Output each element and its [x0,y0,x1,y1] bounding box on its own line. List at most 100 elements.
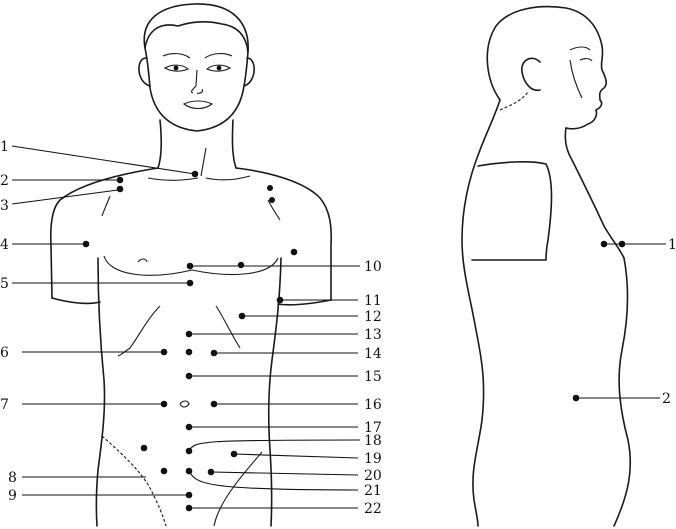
front-label-1: 1 [0,139,9,155]
front-point-18 [185,447,193,455]
front-right-shoulder [235,167,333,301]
side-figure [461,5,632,527]
front-right-arm-cut [277,299,332,306]
front-label-4: 4 [0,237,9,253]
front-label-15: 15 [364,369,382,385]
right-armpit-line [267,199,281,221]
side-neck-front [564,127,625,259]
side-point-1-b [618,240,626,248]
front-point-18-left [140,444,148,452]
front-label-14: 14 [364,346,382,362]
front-point-6 [160,348,168,356]
front-label-6: 6 [0,345,9,361]
left-rib-arch [117,305,161,357]
front-label-7: 7 [0,397,9,413]
right-rib-arch [215,305,241,349]
side-acupoints [572,240,666,402]
front-label-13: 13 [364,327,382,343]
front-point-5 [186,279,194,287]
right-clavicle [205,175,251,181]
front-labels: 1 2 3 4 5 6 7 8 9 10 11 12 13 14 15 16 1… [0,139,382,517]
front-head-outline [143,3,249,132]
front-point-15 [185,372,193,380]
side-cheek [569,59,583,99]
front-label-18: 18 [364,433,382,449]
front-point-12 [238,312,246,320]
front-figure [49,3,333,527]
side-hairline [499,91,529,111]
front-label-20: 20 [364,468,382,484]
front-label-10: 10 [364,259,382,275]
front-point-7 [160,400,168,408]
front-label-22: 22 [364,501,382,517]
front-label-9: 9 [8,488,17,504]
right-pupil [216,65,222,71]
front-label-19: 19 [364,451,382,467]
front-point-4 [82,240,90,248]
front-left-torso-side [95,257,106,527]
front-label-12: 12 [364,309,382,325]
front-point-20-left [160,467,168,475]
front-point-3-right [267,185,273,191]
front-neck-left [157,119,163,169]
left-pupil [173,65,179,71]
side-ear [521,57,541,92]
right-nipple [237,261,245,269]
front-label-3: 3 [0,198,9,214]
front-acupoints [11,145,361,512]
side-eye [579,58,593,62]
neck-notch [200,147,207,177]
front-right-torso-side [267,257,282,527]
side-label-1: 1 [668,237,676,253]
navel [179,400,190,408]
left-pectoral [103,255,193,276]
front-label-2: 2 [0,173,9,189]
front-point-6-mid [185,348,193,356]
front-right-ear [243,57,255,87]
front-hair [144,21,249,53]
front-point-4-right [290,248,298,256]
front-label-17: 17 [364,420,382,436]
side-label-2: 2 [662,391,671,407]
left-eyebrow [162,53,191,59]
side-back-upper [461,99,501,527]
right-eyebrow [204,53,233,59]
left-nipple [137,258,148,263]
nose [191,69,204,94]
side-point-1 [600,240,608,248]
right-inguinal [213,451,263,527]
front-left-shoulder [49,167,159,299]
side-point-2 [572,394,580,402]
front-point-20 [207,468,215,476]
front-left-arm-cut [51,297,101,305]
front-label-11: 11 [364,293,382,309]
front-point-2-right [269,197,275,203]
front-point-13 [185,330,193,338]
left-armpit-line [101,195,111,217]
front-point-19 [230,450,238,458]
mouth [182,100,214,110]
left-eye [163,64,190,72]
side-face-profile [565,45,607,130]
front-point-9 [185,491,193,499]
front-label-8: 8 [8,470,17,486]
front-point-10 [186,262,194,270]
front-left-ear [138,57,151,87]
front-point-22 [185,504,193,512]
side-front-torso [613,257,632,527]
front-point-17 [185,423,193,431]
front-point-1 [191,170,199,178]
right-eye [205,64,232,72]
front-point-2 [116,176,124,184]
side-arm-outline [471,161,553,261]
front-point-14 [210,349,218,357]
left-clavicle [147,177,199,181]
front-label-5: 5 [0,276,9,292]
front-point-3 [116,185,124,193]
front-label-21: 21 [364,483,382,499]
front-point-11 [276,296,284,304]
right-pectoral [191,257,279,275]
front-label-16: 16 [364,397,382,413]
side-labels: 1 2 [662,237,676,407]
